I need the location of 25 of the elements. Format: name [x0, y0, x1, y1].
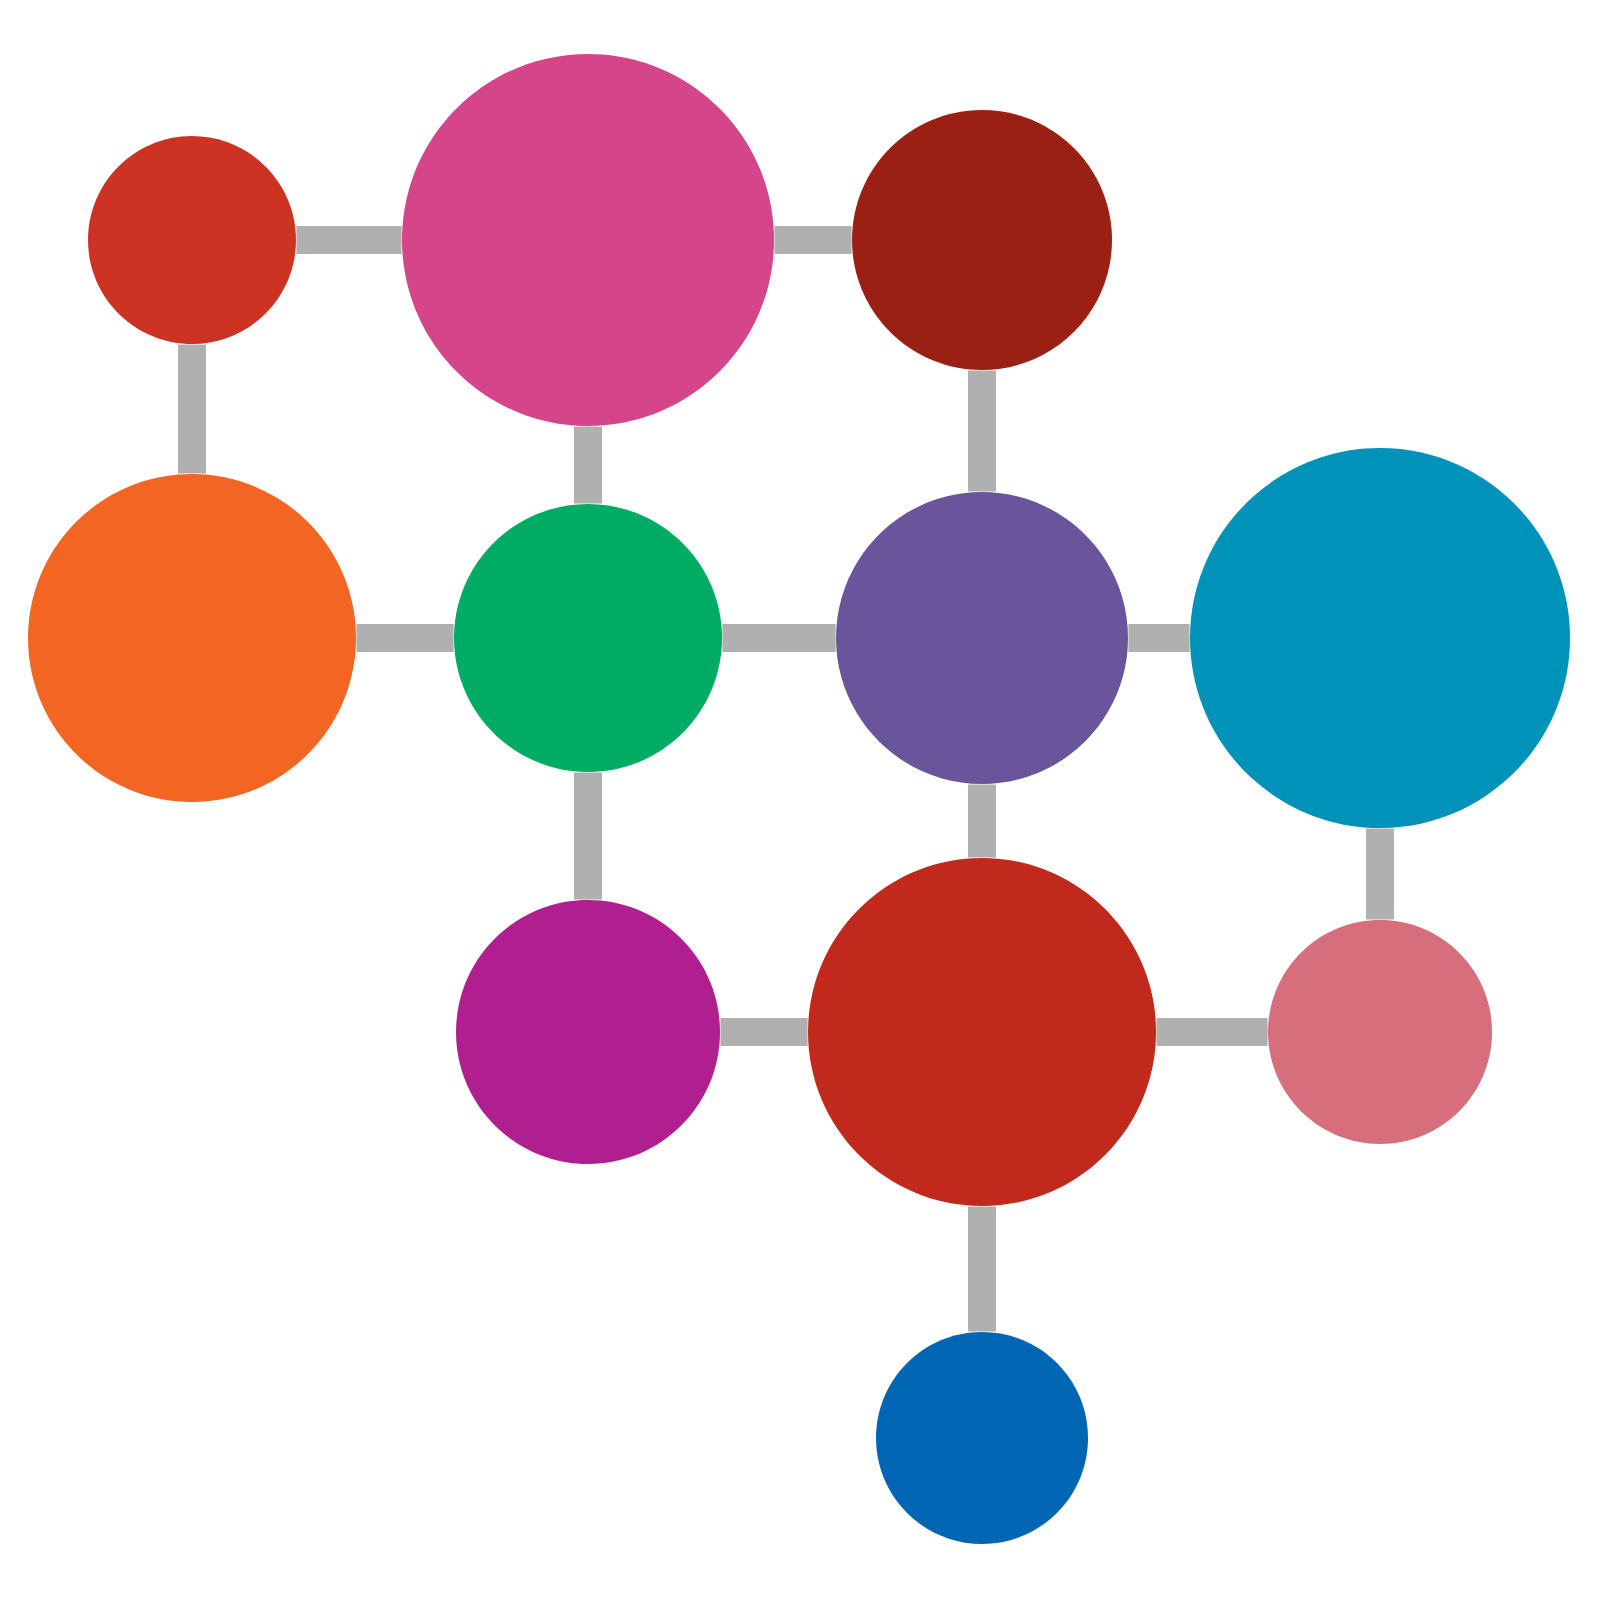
- network-circle: [876, 1332, 1088, 1544]
- connector-line: [574, 426, 602, 504]
- network-circle: [836, 492, 1128, 784]
- connector-line: [722, 624, 836, 652]
- connector-line: [774, 226, 852, 254]
- network-circle: [1268, 920, 1492, 1144]
- connector-line: [1366, 828, 1394, 920]
- network-circle: [454, 504, 722, 772]
- connector-line: [356, 624, 454, 652]
- connector-line: [968, 784, 996, 858]
- connector-line: [720, 1018, 808, 1046]
- connector-line: [178, 344, 206, 474]
- connector-line: [574, 772, 602, 900]
- connector-line: [968, 1206, 996, 1332]
- network-circle: [1190, 448, 1571, 828]
- connector-line: [296, 226, 402, 254]
- connector-line: [968, 370, 996, 492]
- network-circle: [28, 474, 356, 802]
- network-circle: [852, 110, 1112, 370]
- connector-line: [1128, 624, 1190, 652]
- network-circle: [456, 900, 720, 1164]
- network-circle: [402, 54, 774, 426]
- network-circle: [88, 136, 296, 344]
- network-circle: [808, 858, 1156, 1206]
- connector-line: [1156, 1018, 1268, 1046]
